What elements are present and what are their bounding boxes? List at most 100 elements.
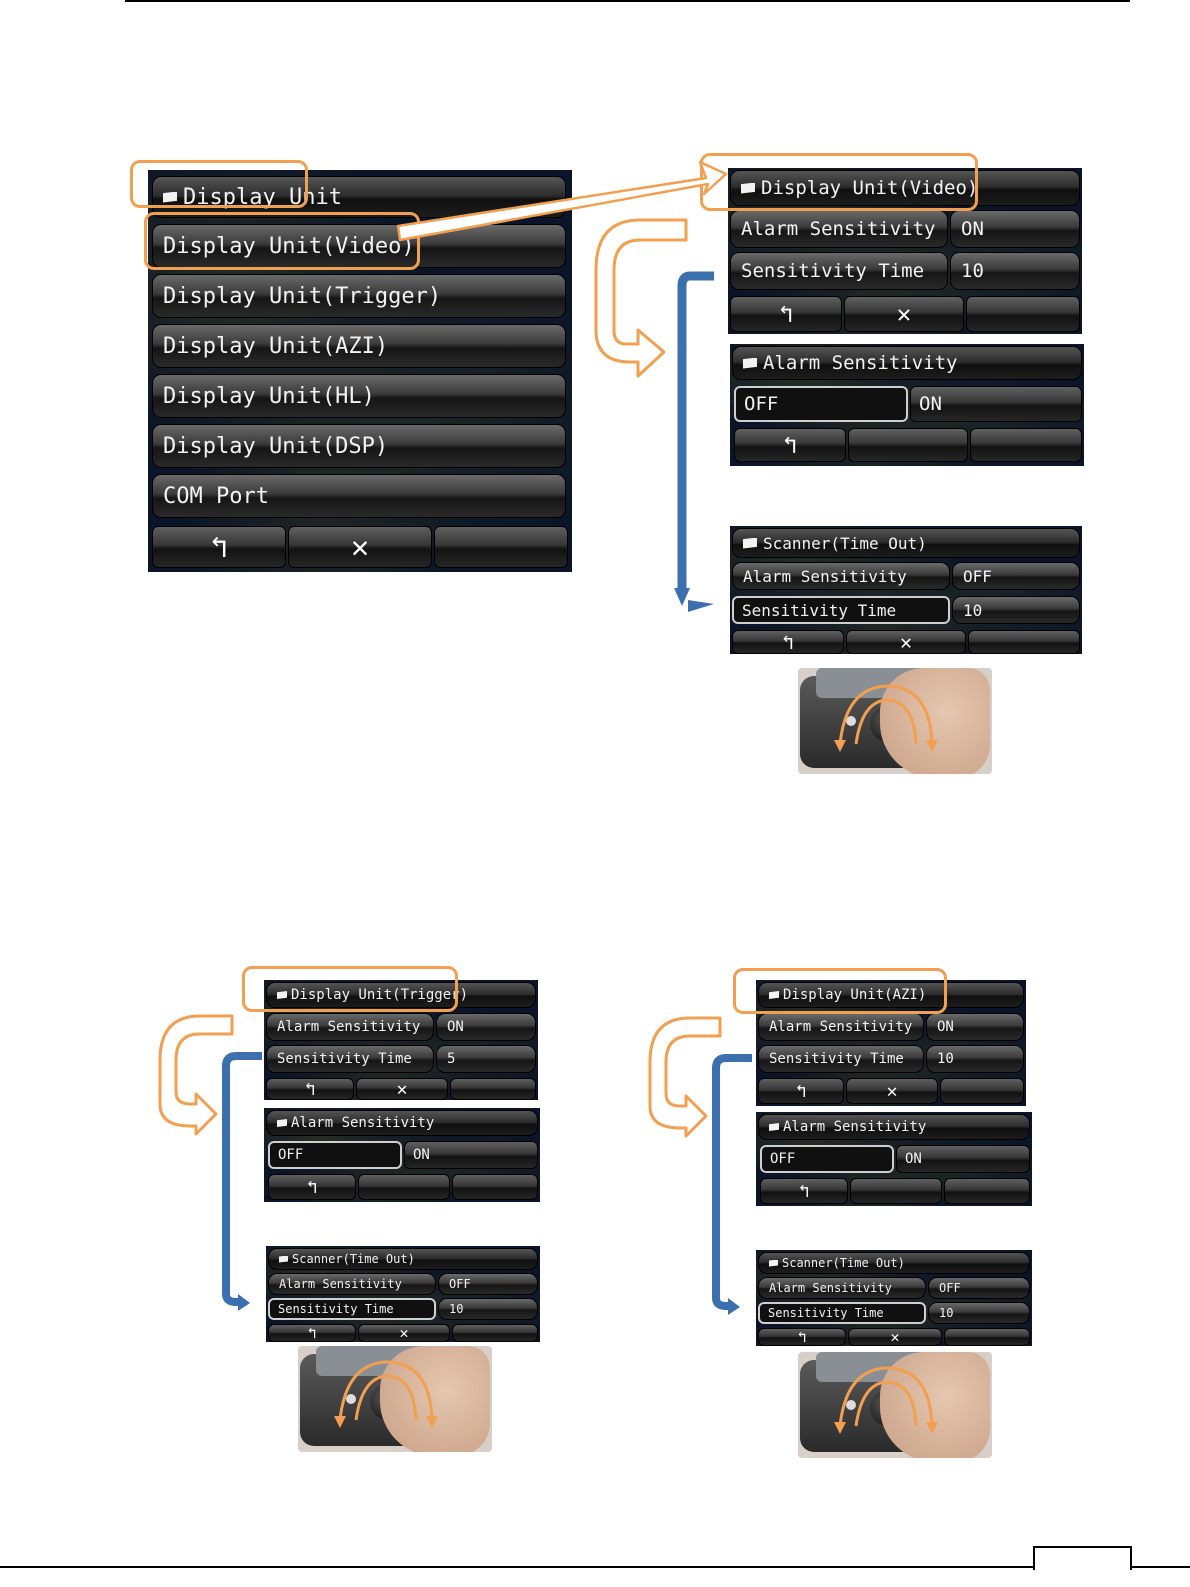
- close-button[interactable]: ✕: [356, 1078, 448, 1100]
- menu-item-com-port[interactable]: COM Port: [152, 474, 566, 518]
- trigger-alarm-label[interactable]: Alarm Sensitivity: [266, 1013, 434, 1041]
- timeout-alarm-value[interactable]: OFF: [928, 1277, 1030, 1299]
- back-arrow-icon: ↰: [797, 1328, 807, 1346]
- timeout-time-label[interactable]: Sensitivity Time: [758, 1302, 926, 1324]
- empty-button: [944, 1328, 1030, 1346]
- back-button[interactable]: ↰: [268, 1174, 356, 1200]
- timeout-time-value[interactable]: 10: [928, 1302, 1030, 1324]
- menu-item-video[interactable]: Display Unit(Video): [152, 224, 566, 268]
- azi-alarm-value[interactable]: ON: [926, 1013, 1024, 1041]
- rotate-arc-icon: [838, 1366, 934, 1427]
- back-button[interactable]: ↰: [732, 630, 844, 654]
- empty-button: [966, 296, 1080, 332]
- flag-icon: [769, 1259, 778, 1267]
- close-x-icon: ✕: [396, 1078, 408, 1100]
- option-off[interactable]: OFF: [734, 386, 908, 422]
- alarm-select-title-bar: Alarm Sensitivity: [732, 346, 1082, 380]
- azi-alarm-label[interactable]: Alarm Sensitivity: [758, 1013, 924, 1041]
- timeout-time-value[interactable]: 10: [952, 596, 1080, 624]
- option-on[interactable]: ON: [896, 1145, 1030, 1173]
- azi-settings-panel: Display Unit(AZI) Alarm Sensitivity ON S…: [756, 980, 1026, 1106]
- timeout-title-bar: Scanner(Time Out): [268, 1248, 538, 1270]
- empty-button: [850, 1178, 942, 1204]
- back-button[interactable]: ↰: [758, 1078, 844, 1104]
- video-title: Display Unit(Video): [761, 177, 979, 199]
- pointer-arrow-icon: [396, 160, 728, 242]
- back-button[interactable]: ↰: [266, 1078, 354, 1100]
- flag-icon: [741, 182, 755, 194]
- empty-button: [848, 428, 968, 462]
- back-button[interactable]: ↰: [760, 1178, 848, 1204]
- timeout-time-value[interactable]: 10: [438, 1298, 538, 1320]
- flag-icon: [743, 537, 757, 549]
- back-button[interactable]: ↰: [268, 1324, 356, 1342]
- timeout-alarm-label[interactable]: Alarm Sensitivity: [268, 1273, 436, 1295]
- option-off[interactable]: OFF: [268, 1141, 402, 1169]
- close-button[interactable]: ✕: [288, 526, 432, 568]
- highlight-video-item: [144, 212, 420, 270]
- back-button[interactable]: ↰: [730, 296, 842, 332]
- page-number-box: [1033, 1546, 1132, 1570]
- close-x-icon: ✕: [886, 1080, 898, 1102]
- back-arrow-icon: ↰: [778, 300, 794, 328]
- close-x-icon: ✕: [896, 300, 912, 328]
- trigger-timeout-panel: Scanner(Time Out) Alarm Sensitivity OFF …: [266, 1246, 540, 1342]
- empty-button: [452, 1324, 538, 1342]
- trigger-alarm-value[interactable]: ON: [436, 1013, 536, 1041]
- option-on[interactable]: ON: [404, 1141, 538, 1169]
- azi-timeout-panel: Scanner(Time Out) Alarm Sensitivity OFF …: [756, 1250, 1032, 1346]
- azi-time-value[interactable]: 10: [926, 1045, 1024, 1073]
- orange-uturn-arrow-icon: [594, 218, 688, 378]
- empty-button: [452, 1174, 538, 1200]
- flag-icon: [277, 1119, 287, 1127]
- close-button[interactable]: ✕: [846, 630, 966, 654]
- rotate-arc-icon: [854, 698, 918, 745]
- menu-item-hl[interactable]: Display Unit(HL): [152, 374, 566, 418]
- menu-item-trigger[interactable]: Display Unit(Trigger): [152, 274, 566, 318]
- orange-uturn-arrow-icon: [648, 1016, 722, 1138]
- video-time-value[interactable]: 10: [950, 252, 1080, 290]
- flag-icon: [163, 191, 177, 203]
- back-button[interactable]: ↰: [152, 526, 286, 568]
- empty-button: [968, 630, 1080, 654]
- option-on[interactable]: ON: [910, 386, 1082, 422]
- trigger-title-bar: Display Unit(Trigger): [266, 982, 536, 1008]
- timeout-alarm-label[interactable]: Alarm Sensitivity: [732, 562, 950, 590]
- close-button[interactable]: ✕: [358, 1324, 450, 1342]
- video-title-bar: Display Unit(Video): [730, 170, 1080, 206]
- video-time-label[interactable]: Sensitivity Time: [730, 252, 948, 290]
- highlight-trigger-title: [242, 966, 458, 1012]
- back-arrow-icon: ↰: [304, 1078, 316, 1100]
- trigger-settings-panel: Display Unit(Trigger) Alarm Sensitivity …: [264, 980, 538, 1100]
- azi-time-label[interactable]: Sensitivity Time: [758, 1045, 924, 1073]
- footer-rule: [0, 1566, 1190, 1568]
- timeout-alarm-label[interactable]: Alarm Sensitivity: [758, 1277, 926, 1299]
- blue-flow-arrow-icon: [712, 1054, 752, 1310]
- flag-icon: [743, 357, 757, 369]
- trigger-time-value[interactable]: 5: [436, 1045, 536, 1073]
- back-button[interactable]: ↰: [734, 428, 846, 462]
- video-settings-panel: Display Unit(Video) Alarm Sensitivity ON…: [728, 168, 1082, 334]
- video-alarm-value[interactable]: ON: [950, 210, 1080, 248]
- azi-alarm-select-panel: Alarm Sensitivity OFF ON ↰: [756, 1112, 1032, 1206]
- close-button[interactable]: ✕: [848, 1328, 942, 1346]
- back-arrow-icon: ↰: [795, 1080, 807, 1102]
- alarm-select-title-bar: Alarm Sensitivity: [758, 1114, 1030, 1140]
- timeout-title-bar: Scanner(Time Out): [732, 528, 1080, 558]
- header-rule: [125, 0, 1130, 2]
- rotate-arc-icon: [838, 684, 934, 745]
- timeout-time-label[interactable]: Sensitivity Time: [268, 1298, 436, 1320]
- back-arrow-icon: ↰: [307, 1324, 317, 1342]
- menu-item-azi[interactable]: Display Unit(AZI): [152, 324, 566, 368]
- video-alarm-label[interactable]: Alarm Sensitivity: [730, 210, 948, 248]
- close-x-icon: ✕: [890, 1328, 900, 1346]
- menu-item-dsp[interactable]: Display Unit(DSP): [152, 424, 566, 468]
- timeout-alarm-value[interactable]: OFF: [438, 1273, 538, 1295]
- trigger-time-label[interactable]: Sensitivity Time: [266, 1045, 434, 1073]
- option-off[interactable]: OFF: [760, 1145, 894, 1173]
- close-button[interactable]: ✕: [844, 296, 964, 332]
- close-button[interactable]: ✕: [846, 1078, 938, 1104]
- back-button[interactable]: ↰: [758, 1328, 846, 1346]
- timeout-alarm-value[interactable]: OFF: [952, 562, 1080, 590]
- timeout-time-label[interactable]: Sensitivity Time: [732, 596, 950, 624]
